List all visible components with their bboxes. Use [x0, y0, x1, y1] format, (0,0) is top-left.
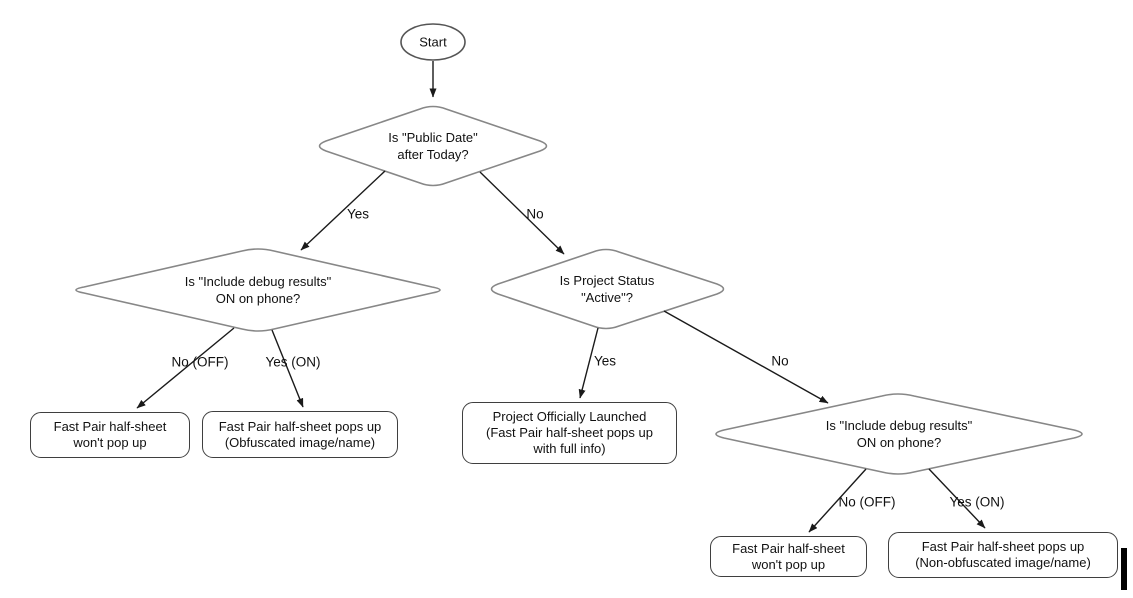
- result-box-no-popup-right: Fast Pair half-sheet won't pop up: [710, 536, 867, 577]
- result-non-obfuscated-label: Fast Pair half-sheet pops up (Non-obfusc…: [915, 539, 1091, 570]
- edge-label-right-no-off: No (OFF): [838, 494, 896, 510]
- edge-label-left-no-off: No (OFF): [171, 354, 229, 370]
- edge-project-status-yes: [578, 327, 599, 399]
- decision-diamond-debug-left: [75, 248, 441, 332]
- edge-label-mid-no: No: [771, 353, 789, 369]
- start-node: Start: [419, 34, 447, 50]
- result-box-obfuscated: Fast Pair half-sheet pops up (Obfuscated…: [202, 411, 398, 458]
- decision-diamond-public-date: [318, 105, 548, 187]
- result-no-popup-right-label: Fast Pair half-sheet won't pop up: [732, 540, 845, 572]
- edge-label-right-yes-on: Yes (ON): [949, 494, 1005, 510]
- edge-label-top-no: No: [526, 206, 544, 222]
- decision-public-date-label: Is "Public Date" after Today?: [388, 130, 478, 162]
- edge-public-date-yes: [300, 170, 386, 251]
- decision-project-status-label: Is Project Status "Active"?: [559, 273, 655, 305]
- start-terminator-shape: [400, 23, 466, 61]
- result-obfuscated-label: Fast Pair half-sheet pops up (Obfuscated…: [218, 418, 382, 450]
- result-no-popup-left-label: Fast Pair half-sheet won't pop up: [53, 419, 167, 450]
- edge-public-date-no: [479, 171, 565, 255]
- edge-project-status-no: [663, 310, 829, 404]
- decision-debug-left-label: Is "Include debug results" ON on phone?: [184, 274, 332, 306]
- decision-diamond-debug-right: [715, 393, 1083, 475]
- edge-label-left-yes-on: Yes (ON): [265, 354, 321, 370]
- edge-debug-right-yes-on: [928, 468, 986, 529]
- decision-debug-right-label: Is "Include debug results" ON on phone?: [825, 418, 973, 450]
- result-box-no-popup-left: Fast Pair half-sheet won't pop up: [30, 412, 190, 458]
- edge-label-top-yes: Yes: [346, 206, 370, 222]
- result-box-launched: Project Officially Launched (Fast Pair h…: [462, 402, 677, 464]
- edge-debug-right-no-off: [808, 468, 867, 533]
- result-launched-label: Project Officially Launched (Fast Pair h…: [486, 409, 653, 456]
- edge-label-mid-yes: Yes: [593, 353, 617, 369]
- text-cursor-artifact: [1121, 548, 1127, 590]
- edge-debug-left-no-off: [136, 327, 235, 409]
- result-box-non-obfuscated: Fast Pair half-sheet pops up (Non-obfusc…: [888, 532, 1118, 578]
- decision-diamond-project-status: [490, 248, 725, 330]
- edge-debug-left-yes-on: [271, 329, 304, 408]
